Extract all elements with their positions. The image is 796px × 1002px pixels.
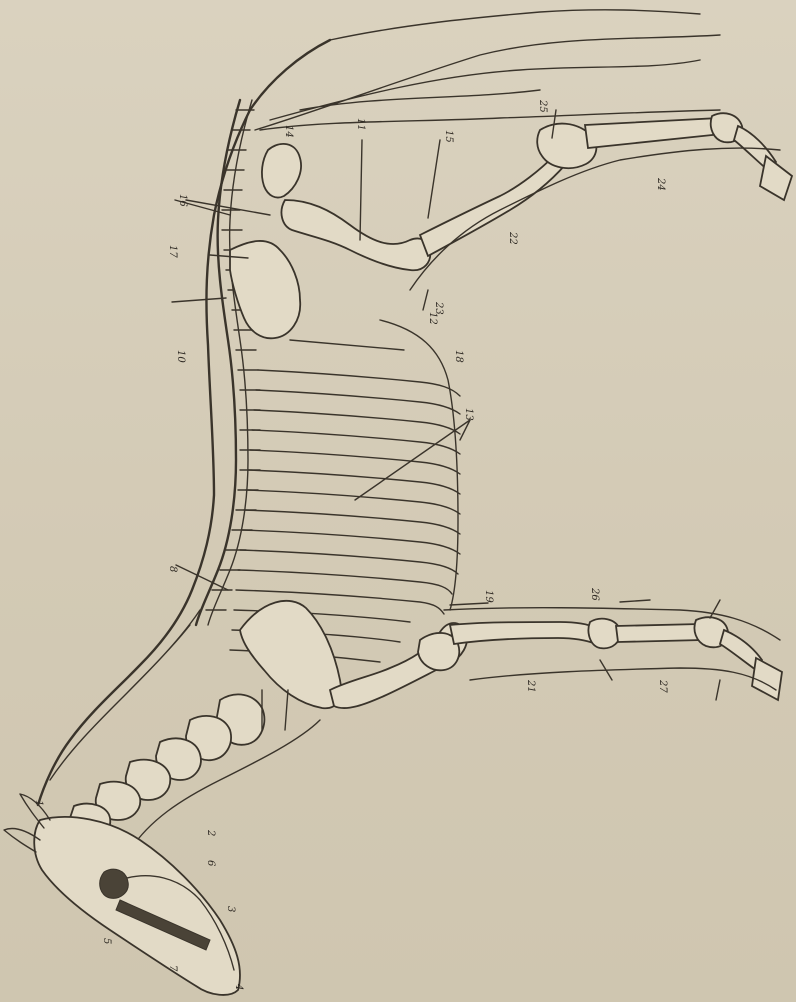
label-13: 13 <box>463 408 474 421</box>
hip-bone <box>262 144 301 198</box>
label-1: 1 <box>33 800 44 806</box>
cervical-vertebrae <box>70 694 265 838</box>
hind-cannon <box>585 118 722 148</box>
label-4: 4 <box>233 983 244 990</box>
label-7: 7 <box>167 965 178 972</box>
label-15: 15 <box>443 130 454 143</box>
fore-cannon <box>616 624 702 642</box>
tibia <box>420 155 565 256</box>
orbit <box>100 869 129 898</box>
label-5: 5 <box>101 938 112 944</box>
hind-leg-outline <box>260 110 780 290</box>
tail <box>330 10 700 40</box>
label-22: 22 <box>507 231 518 245</box>
carpus <box>588 619 620 649</box>
label-3: 3 <box>225 906 236 912</box>
label-6: 6 <box>205 860 216 867</box>
label-8: 8 <box>167 566 178 572</box>
label-10: 10 <box>175 350 186 363</box>
label-19: 19 <box>483 590 494 603</box>
label-18: 18 <box>453 350 464 363</box>
pelvis <box>230 241 300 338</box>
radius <box>450 622 596 644</box>
label-27: 27 <box>657 679 668 693</box>
femur <box>281 200 430 270</box>
label-23: 23 <box>433 301 444 315</box>
label-16: 16 <box>177 194 188 207</box>
label-25: 25 <box>537 99 548 113</box>
skull <box>34 817 240 995</box>
label-17: 17 <box>167 245 178 258</box>
label-2: 2 <box>205 829 216 836</box>
hind-hoof <box>760 156 792 200</box>
label-14: 14 <box>283 125 294 138</box>
scapula <box>240 601 341 708</box>
label-26: 26 <box>589 587 600 601</box>
label-11: 11 <box>355 118 366 131</box>
label-24: 24 <box>655 177 666 191</box>
label-21: 21 <box>525 679 536 693</box>
tail-hair <box>255 35 720 130</box>
belly-outline <box>380 320 458 610</box>
